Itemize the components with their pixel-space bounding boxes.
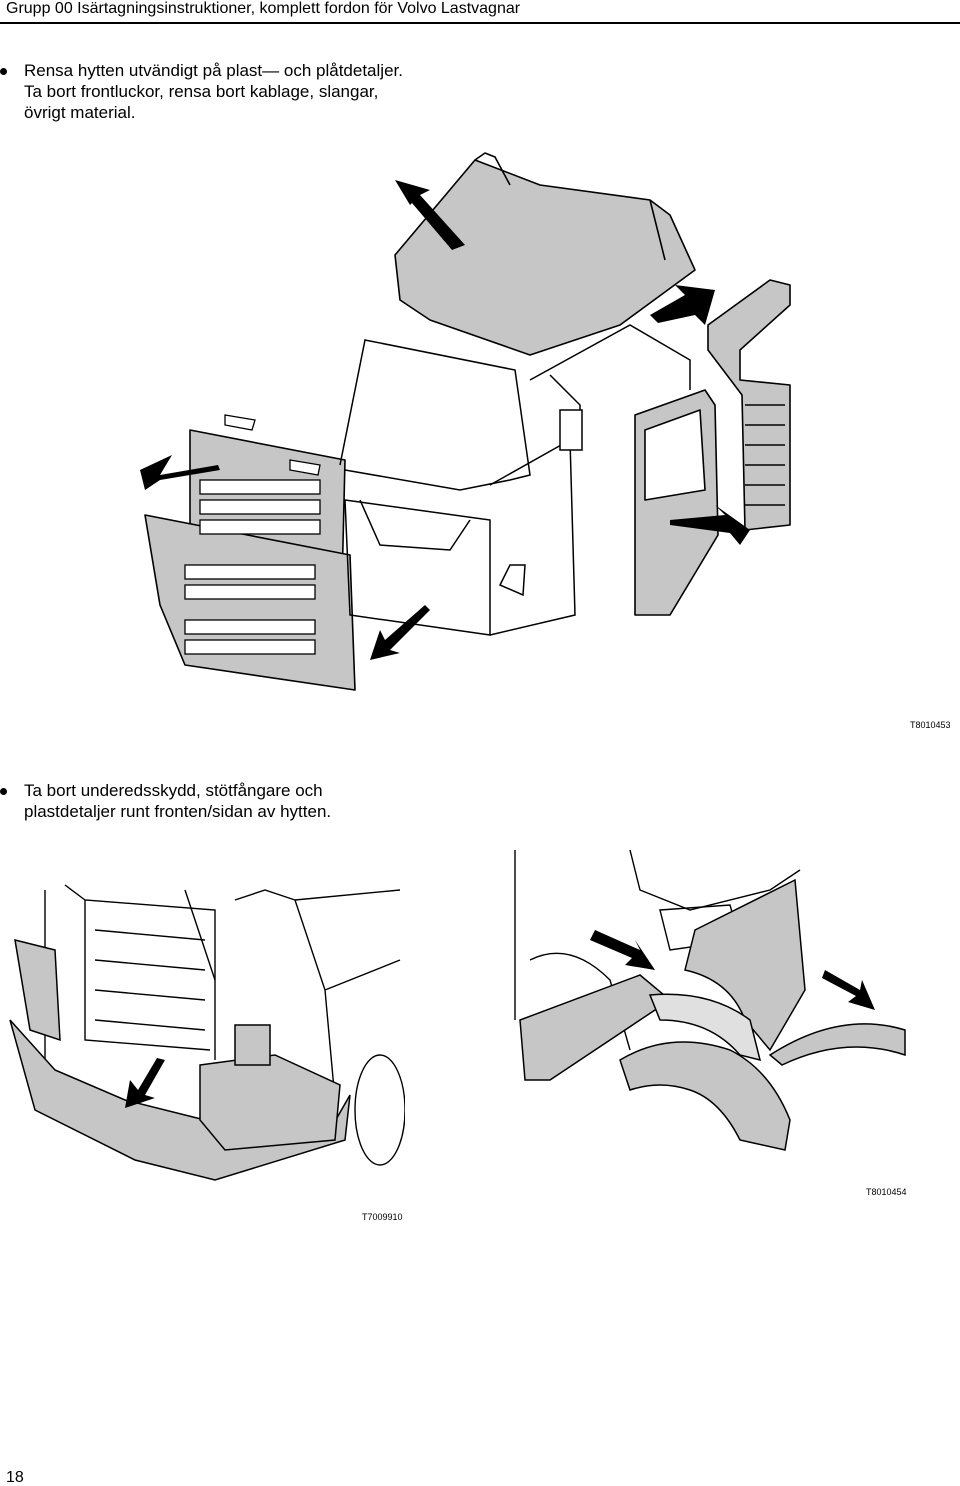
bullet-icon (0, 68, 7, 75)
inner-wheel-housing (684, 878, 806, 1052)
side-step-box (519, 974, 672, 1081)
instruction-text-2: Ta bort underedsskydd, stötfångare och p… (24, 781, 332, 821)
arrow-down-bumper-icon (125, 1058, 165, 1108)
bumper-corner (199, 1054, 341, 1151)
cab-parts-drawing (140, 152, 791, 691)
arrow-left-icon (140, 455, 220, 490)
arrow-down-mudguard-icon (822, 970, 875, 1010)
bumper-removal-figure (5, 880, 405, 1200)
arrow-right-door-icon (670, 505, 750, 545)
figure-code-bottom-right: T8010454 (866, 1187, 907, 1197)
bullet-icon (0, 788, 7, 795)
page-number: 18 (6, 1469, 24, 1486)
mudguard (768, 1023, 906, 1066)
bumper-drawing (9, 884, 405, 1181)
arrow-down-left-icon (370, 605, 430, 660)
instruction-text-1: Rensa hytten utvändigt på plast— och plå… (24, 61, 403, 122)
arrow-down-right-icon (590, 930, 655, 970)
header-title: Grupp 00 Isärtagningsinstruktioner, komp… (6, 0, 521, 17)
figure-code-bottom-left: T7009910 (362, 1212, 403, 1222)
wheel-arch-liner (619, 1041, 791, 1151)
cab-body-outline (339, 339, 531, 491)
wheel-arch-figure (510, 850, 910, 1180)
corner-panel (14, 938, 61, 1042)
removal-arrows (140, 180, 750, 660)
exploded-cab-figure (130, 145, 830, 705)
arrow-up-icon (395, 180, 465, 250)
figure-code-top: T8010453 (910, 720, 951, 730)
page-header: Grupp 00 Isärtagningsinstruktioner, komp… (0, 0, 960, 24)
arrow-right-top-icon (650, 285, 715, 325)
roof-panel (394, 159, 696, 356)
wheel-arch-drawing (514, 850, 906, 1151)
